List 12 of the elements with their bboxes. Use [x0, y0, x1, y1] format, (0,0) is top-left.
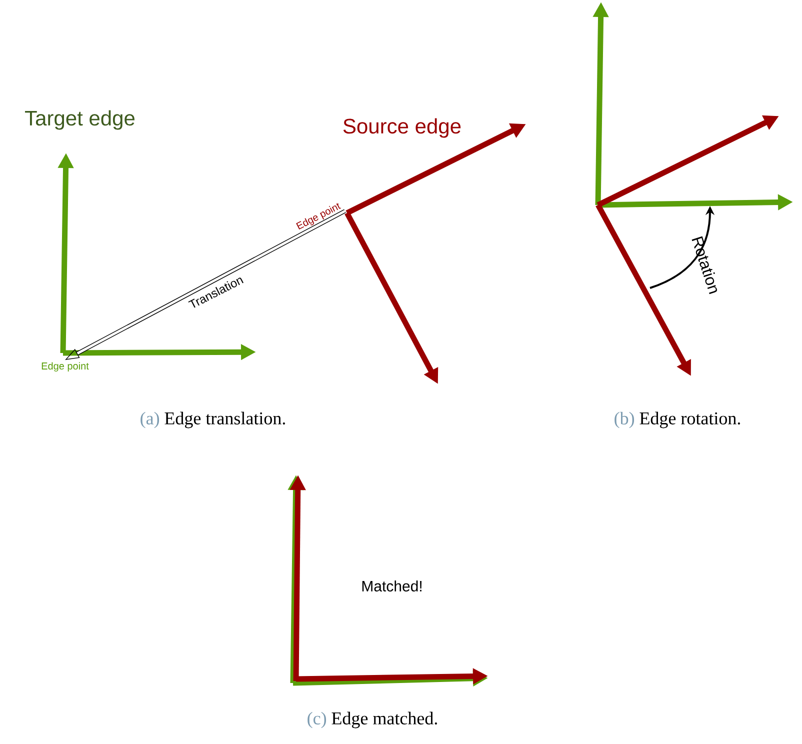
caption: Edge rotation. — [640, 412, 740, 428]
point-label: Edge point — [42, 362, 89, 372]
point-label: Edge point — [296, 202, 341, 230]
caption-letter: (a) — [140, 412, 160, 428]
caption-letter: (c) — [308, 712, 326, 728]
arrow-label: Rotation — [692, 236, 718, 294]
caption: Edge matched. — [332, 712, 437, 728]
caption-letter: (b) — [614, 412, 634, 428]
caption: Edge translation. — [164, 412, 285, 428]
status-text: Matched! — [362, 580, 422, 592]
title: Target edge — [25, 110, 134, 130]
title: Source edge — [343, 118, 461, 138]
